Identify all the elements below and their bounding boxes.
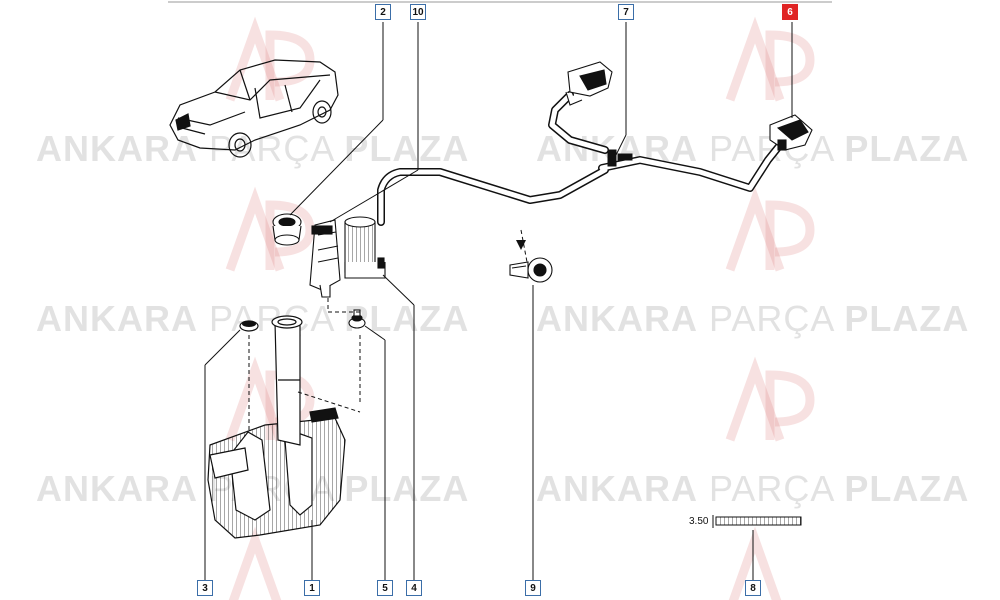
callout-1[interactable]: 1 (304, 580, 320, 596)
callout-6[interactable]: 6 (782, 4, 798, 20)
washer-reservoir (207, 315, 346, 539)
callout-10[interactable]: 10 (410, 4, 426, 20)
hose-clip (509, 257, 553, 283)
leader-lines (204, 22, 793, 580)
reservoir-cap (239, 320, 259, 332)
car-illustration (169, 59, 339, 158)
t-connector (607, 149, 633, 167)
arrow-marker (516, 240, 526, 250)
callout-4[interactable]: 4 (406, 580, 422, 596)
washer-pump-right (344, 216, 386, 279)
pump-grommet (348, 309, 366, 329)
dimension-label: 3.50 (689, 516, 709, 527)
washer-hose-inner (378, 92, 783, 225)
callout-9[interactable]: 9 (525, 580, 541, 596)
filter-part (272, 213, 302, 246)
washer-nozzle-left (565, 61, 613, 106)
washer-nozzle-right (769, 114, 813, 151)
callout-3[interactable]: 3 (197, 580, 213, 596)
callout-8[interactable]: 8 (745, 580, 761, 596)
dashed-guide-lines (248, 229, 528, 432)
washer-hose (377, 91, 784, 226)
hose-length-dimension (712, 515, 802, 528)
callout-7[interactable]: 7 (618, 4, 634, 20)
callout-5[interactable]: 5 (377, 580, 393, 596)
washer-pump-left (309, 219, 341, 298)
callout-2[interactable]: 2 (375, 4, 391, 20)
